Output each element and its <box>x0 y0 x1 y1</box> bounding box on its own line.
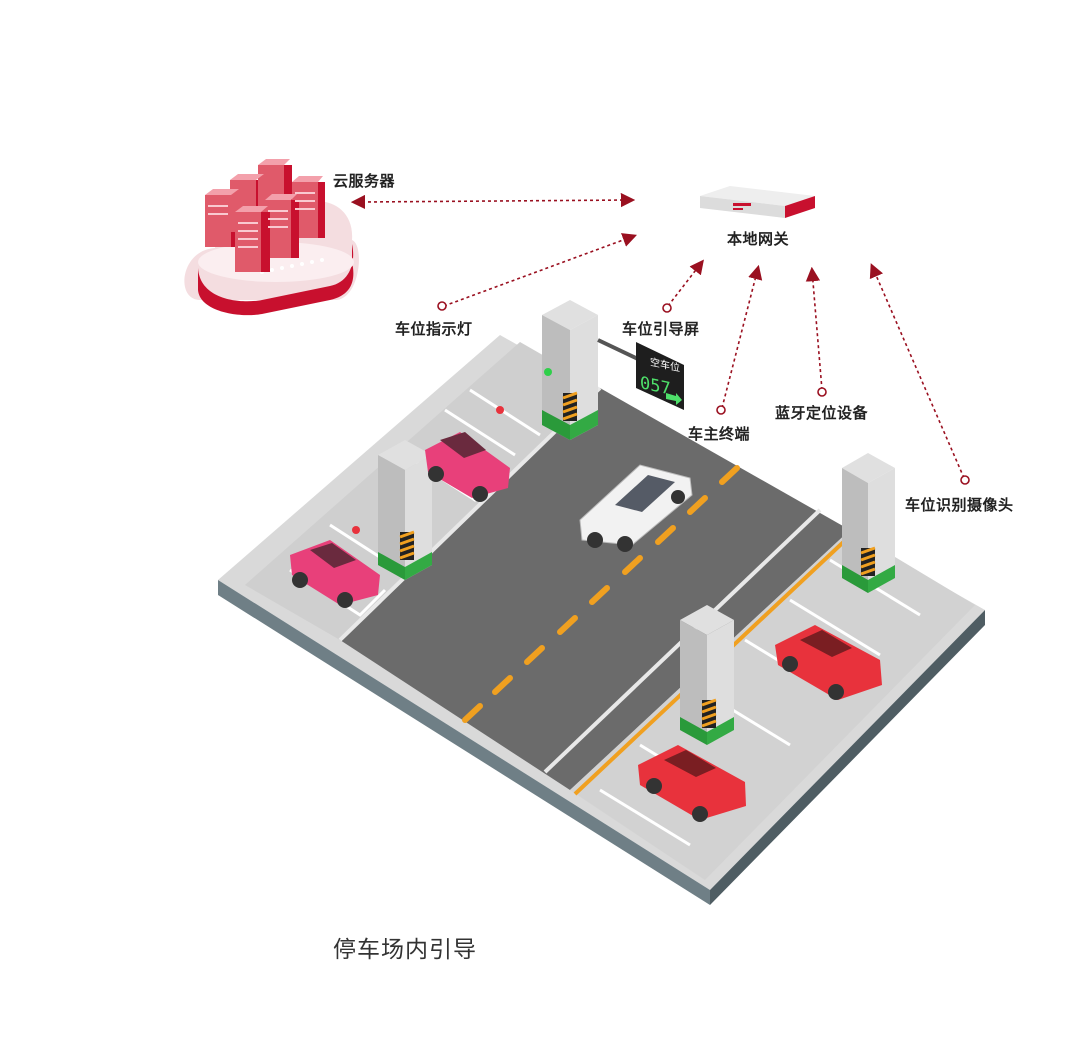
label-owner-terminal: 车主终端 <box>688 425 751 443</box>
label-local-gateway: 本地网关 <box>727 230 790 248</box>
moving-car-white <box>579 464 693 552</box>
pillar <box>680 605 734 745</box>
label-space-indicator: 车位指示灯 <box>395 320 473 338</box>
label-recognition-camera: 车位识别摄像头 <box>905 496 1014 514</box>
gateway-device-icon <box>700 186 815 218</box>
label-guide-screen: 车位引导屏 <box>622 320 700 338</box>
parked-car-red <box>638 745 746 822</box>
link-terminal-gateway <box>721 264 763 409</box>
pillar <box>378 440 432 580</box>
link-indicator-gateway <box>443 233 638 307</box>
pillar <box>542 300 598 440</box>
diagram-caption: 停车场内引导 <box>333 937 477 963</box>
link-camera-gateway <box>869 263 965 479</box>
label-bluetooth-device: 蓝牙定位设备 <box>775 404 869 422</box>
pillar <box>842 453 895 593</box>
connection-nodes <box>437 301 970 485</box>
link-cloud-gateway <box>350 192 636 210</box>
link-bluetooth-gateway <box>805 266 823 391</box>
cloud-server-icon <box>184 159 359 316</box>
parked-car-pink <box>425 432 510 502</box>
parked-car-pink <box>290 540 380 608</box>
guide-screen: 空车位 057 <box>597 338 684 410</box>
label-cloud-server: 云服务器 <box>333 172 396 190</box>
parked-car-red <box>775 625 882 700</box>
parking-floor <box>218 335 985 905</box>
link-screen-gateway <box>667 259 704 307</box>
connection-lines <box>350 192 965 479</box>
